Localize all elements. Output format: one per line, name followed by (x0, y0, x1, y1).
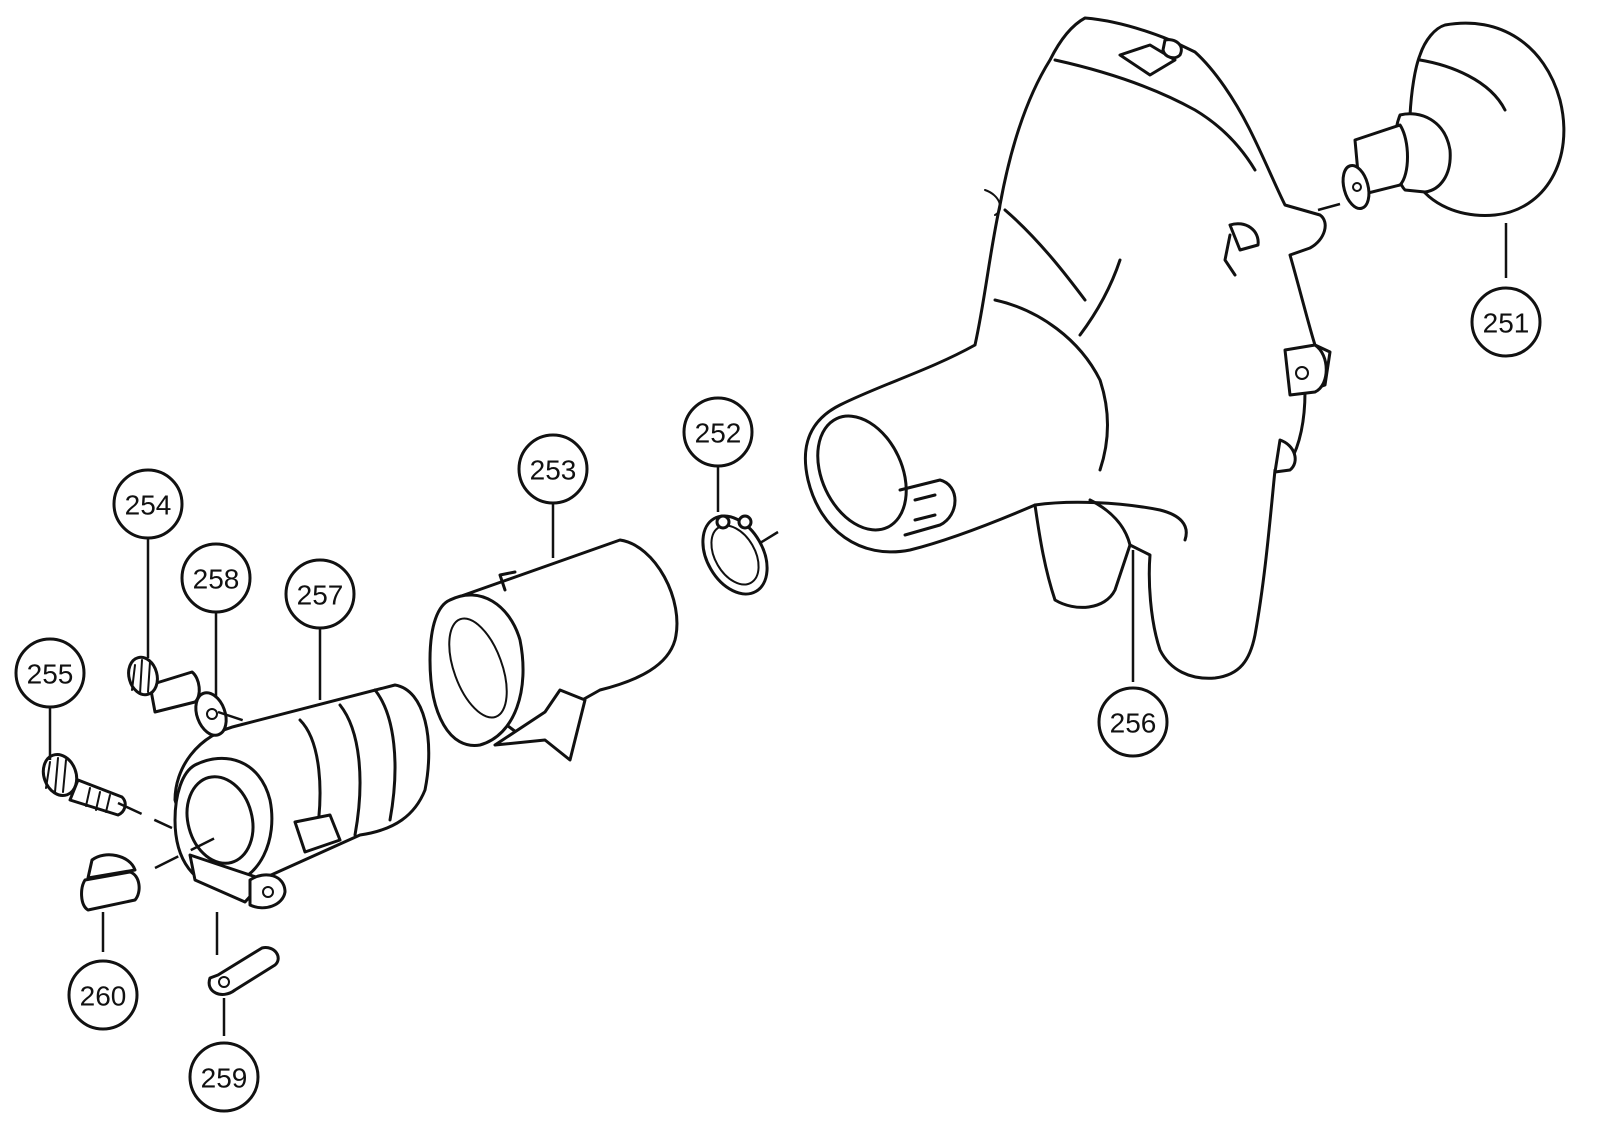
callout-254: 254 (112, 468, 184, 540)
callout-251: 251 (1470, 286, 1542, 358)
part-260-key (80, 853, 141, 912)
callout-259: 259 (188, 1041, 260, 1113)
callout-257: 257 (284, 558, 356, 630)
callout-257-label: 257 (297, 580, 344, 611)
part-255-knob-screw (41, 753, 127, 817)
callout-258-label: 258 (193, 564, 240, 595)
leader-lines (48, 223, 1508, 1036)
callout-253-label: 253 (530, 455, 577, 486)
assembly-axis-lines (117, 202, 1341, 870)
callout-256-label: 256 (1110, 708, 1157, 739)
callout-255-label: 255 (27, 659, 74, 690)
callout-255: 255 (14, 637, 86, 709)
part-254-bolt (127, 655, 201, 714)
part-253-clamp-sleeve (428, 538, 679, 762)
callout-259-label: 259 (201, 1063, 248, 1094)
callout-252: 252 (682, 396, 754, 468)
part-252-snap-ring (701, 514, 769, 596)
callout-258: 258 (180, 542, 252, 614)
callout-252-label: 252 (695, 418, 742, 449)
part-251-clutch-drum (1341, 21, 1566, 217)
part-259-tab-washer (207, 946, 280, 996)
callout-256: 256 (1097, 686, 1169, 758)
part-256-gear-housing (803, 16, 1332, 680)
callout-260-label: 260 (80, 981, 127, 1012)
callout-253: 253 (517, 433, 589, 505)
callout-260: 260 (67, 959, 139, 1031)
callout-251-label: 251 (1483, 308, 1530, 339)
part-258-washer (194, 691, 228, 737)
part-257-tube-housing (173, 683, 431, 910)
callout-254-label: 254 (125, 490, 172, 521)
